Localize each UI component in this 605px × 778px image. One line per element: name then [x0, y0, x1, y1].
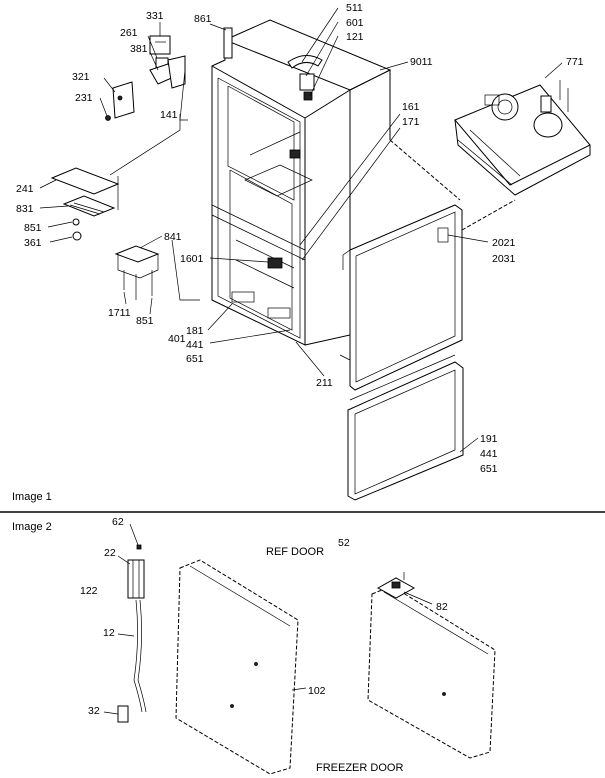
- image1-leader-lines: [39, 7, 563, 453]
- callout-261: 261: [120, 27, 138, 39]
- callout-241: 241: [16, 183, 34, 195]
- callout-9011: 9011: [410, 56, 433, 68]
- callout-651-lower: 651: [480, 463, 498, 475]
- lower-bracket-parts: [114, 245, 160, 300]
- callout-831: 831: [16, 203, 34, 215]
- callout-2031: 2031: [492, 253, 516, 265]
- image1-exploded-view: 331 261 381 321 231 141 861 511 601 121 …: [12, 2, 591, 503]
- callout-22: 22: [104, 547, 116, 559]
- callout-12: 12: [103, 627, 115, 639]
- callout-2021: 2021: [492, 237, 516, 249]
- callout-331: 331: [146, 10, 164, 22]
- callout-441-upper: 441: [186, 339, 204, 351]
- top-hinge-861: [223, 27, 233, 59]
- freezer-hinge-82: [376, 572, 416, 599]
- callout-121: 121: [346, 31, 364, 43]
- callout-141: 141: [160, 109, 178, 121]
- callout-231: 231: [75, 92, 93, 104]
- callout-861: 861: [194, 13, 212, 25]
- image2-door-parts: Image 2: [12, 516, 496, 775]
- ref-door-title: REF DOOR: [266, 546, 324, 558]
- freezer-door-panel: [367, 585, 496, 759]
- control-bracket-parts: [105, 35, 186, 121]
- door-handle-assembly: [117, 544, 147, 723]
- fresh-food-door: [342, 204, 463, 391]
- image1-callouts: 331 261 381 321 231 141 861 511 601 121 …: [16, 2, 584, 475]
- callout-381: 381: [130, 43, 148, 55]
- callout-102: 102: [308, 685, 326, 697]
- callout-361: 361: [24, 237, 42, 249]
- callout-841: 841: [164, 231, 182, 243]
- callout-851-upper: 851: [24, 222, 42, 234]
- image2-callouts: 62 22 122 12 32 52 82 102: [80, 516, 448, 717]
- callout-62: 62: [112, 516, 124, 528]
- callout-52: 52: [338, 537, 350, 549]
- machine-compartment: [454, 80, 591, 196]
- callout-511: 511: [346, 2, 363, 14]
- callout-82: 82: [436, 601, 448, 613]
- callout-191: 191: [480, 433, 498, 445]
- callout-851-lower: 851: [136, 315, 154, 327]
- freezer-door-title: FREEZER DOOR: [316, 762, 403, 774]
- callout-401: 401: [168, 333, 186, 345]
- callout-651-upper: 651: [186, 353, 204, 365]
- image2-leader-lines: [103, 523, 433, 715]
- callout-171: 171: [402, 116, 420, 128]
- callout-32: 32: [88, 705, 100, 717]
- callout-1601: 1601: [180, 253, 204, 265]
- crisper-cover-parts: [50, 167, 120, 241]
- callout-601: 601: [346, 17, 364, 29]
- top-control-parts: [287, 55, 323, 101]
- callout-1711: 1711: [108, 307, 131, 319]
- freezer-door: [339, 354, 464, 501]
- callout-211: 211: [316, 377, 333, 389]
- callout-321: 321: [72, 71, 90, 83]
- image2-caption: Image 2: [12, 521, 52, 533]
- callout-161: 161: [402, 101, 420, 113]
- callout-441-lower: 441: [480, 448, 498, 460]
- callout-122: 122: [80, 585, 98, 597]
- image1-caption: Image 1: [12, 491, 52, 503]
- callout-771: 771: [566, 56, 584, 68]
- ref-door-panel: [175, 559, 299, 775]
- callout-181: 181: [186, 325, 204, 337]
